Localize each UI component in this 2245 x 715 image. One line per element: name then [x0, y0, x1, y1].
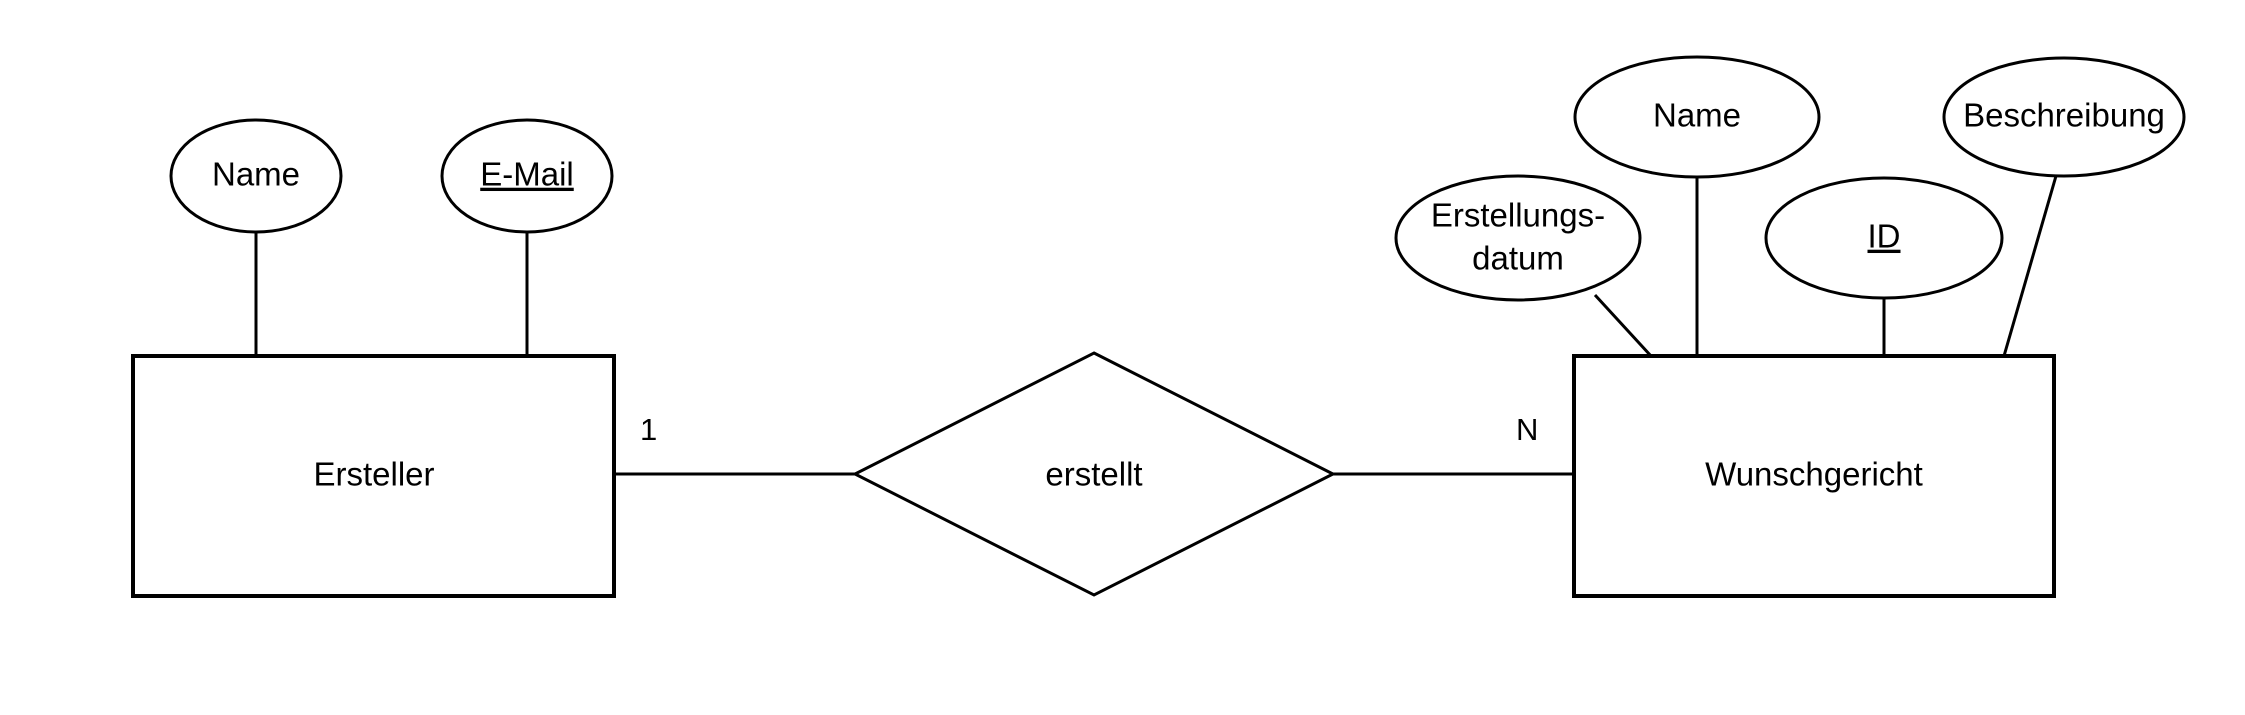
- attribute-ellipse-wunschgericht-name[interactable]: [1573, 55, 1821, 179]
- attribute-label-wunschgericht-id: ID: [1868, 218, 1901, 255]
- relationship-label-erstellt: erstellt: [1045, 456, 1142, 493]
- entity-box-wunschgericht[interactable]: [1572, 354, 2056, 598]
- cardinality-left: 1: [640, 412, 657, 447]
- connector-wunschgericht-erstellungsdatum: [1593, 293, 1653, 358]
- entity-box-ersteller[interactable]: [131, 354, 616, 598]
- attribute-label-wunschgericht-erstellungsdatum-line1: Erstellungs-: [1431, 197, 1605, 234]
- entity-label-ersteller: Ersteller: [313, 456, 434, 493]
- attribute-ellipse-ersteller-name[interactable]: [169, 118, 343, 234]
- attribute-label-ersteller-email: E-Mail: [480, 156, 574, 193]
- attribute-label-wunschgericht-erstellungsdatum-line2: datum: [1472, 240, 1564, 277]
- entity-label-wunschgericht: Wunschgericht: [1705, 456, 1923, 493]
- attribute-ellipse-wunschgericht-id[interactable]: [1764, 176, 2004, 300]
- attribute-ellipse-ersteller-email[interactable]: [440, 118, 614, 234]
- relationship-diamond-erstellt[interactable]: [851, 351, 1337, 597]
- cardinality-right: N: [1516, 412, 1538, 447]
- attribute-ellipse-wunschgericht-erstellungsdatum[interactable]: [1394, 174, 1642, 302]
- connector-wunschgericht-beschreibung: [2002, 175, 2058, 357]
- attribute-ellipse-wunschgericht-beschreibung[interactable]: [1942, 56, 2186, 178]
- attribute-label-wunschgericht-name: Name: [1653, 97, 1741, 134]
- attribute-label-ersteller-name: Name: [212, 156, 300, 193]
- attribute-label-wunschgericht-beschreibung: Beschreibung: [1963, 97, 2165, 134]
